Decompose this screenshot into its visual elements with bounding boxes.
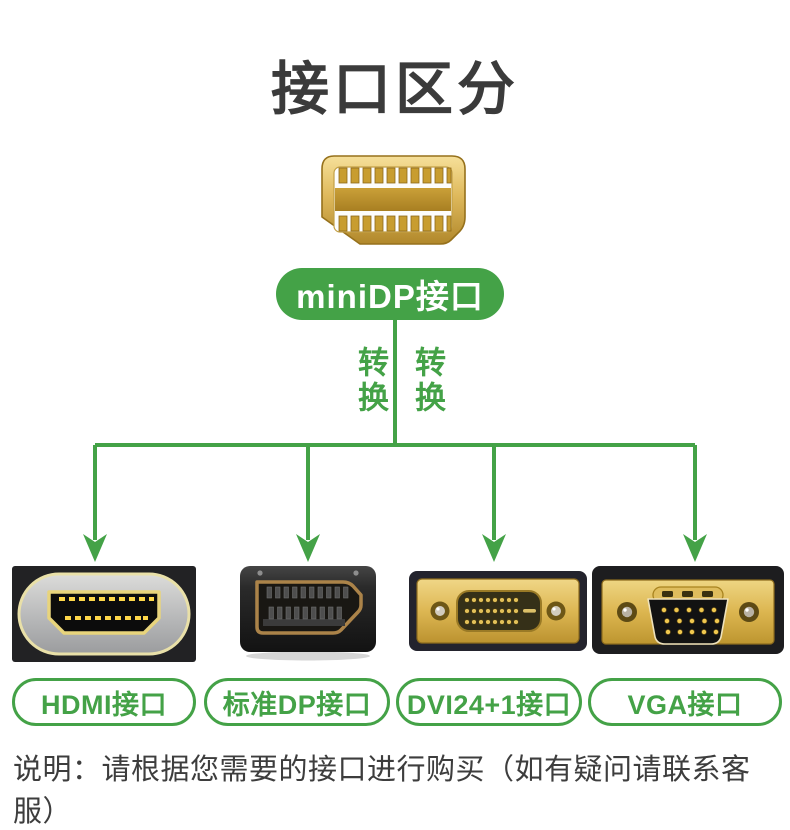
hdmi-port-pill: HDMI接口 xyxy=(12,678,196,726)
dvi-port-label: DVI24+1接口 xyxy=(406,689,572,720)
down-arrow-icon xyxy=(683,534,707,562)
hdmi-port-label: HDMI接口 xyxy=(41,689,167,720)
hdmi-connector-image xyxy=(12,566,196,662)
down-arrow-icon xyxy=(482,534,506,562)
minidp-connector-image xyxy=(321,155,466,245)
minidp-label-pill: miniDP接口 xyxy=(276,268,504,320)
convert-label-right: 转换 xyxy=(410,346,445,416)
down-arrow-icon xyxy=(296,534,320,562)
page-title: 接口区分 xyxy=(270,57,519,122)
dvi-port-pill: DVI24+1接口 xyxy=(396,678,582,726)
vga-port-label: VGA接口 xyxy=(627,689,743,720)
footer-note: 说明：请根据您需要的接口进行购买（如有疑问请联系客服） xyxy=(13,754,751,828)
dp-port-label: 标准DP接口 xyxy=(222,689,372,720)
dvi-connector-image xyxy=(409,571,587,651)
dp-connector-image xyxy=(240,566,376,661)
dp-port-pill: 标准DP接口 xyxy=(204,678,390,726)
convert-label-left: 转换 xyxy=(353,346,388,416)
down-arrow-icon xyxy=(83,534,107,562)
minidp-label: miniDP接口 xyxy=(296,278,484,315)
vga-port-pill: VGA接口 xyxy=(588,678,782,726)
vga-connector-image xyxy=(592,566,784,654)
branch-connector-lines xyxy=(83,320,707,562)
